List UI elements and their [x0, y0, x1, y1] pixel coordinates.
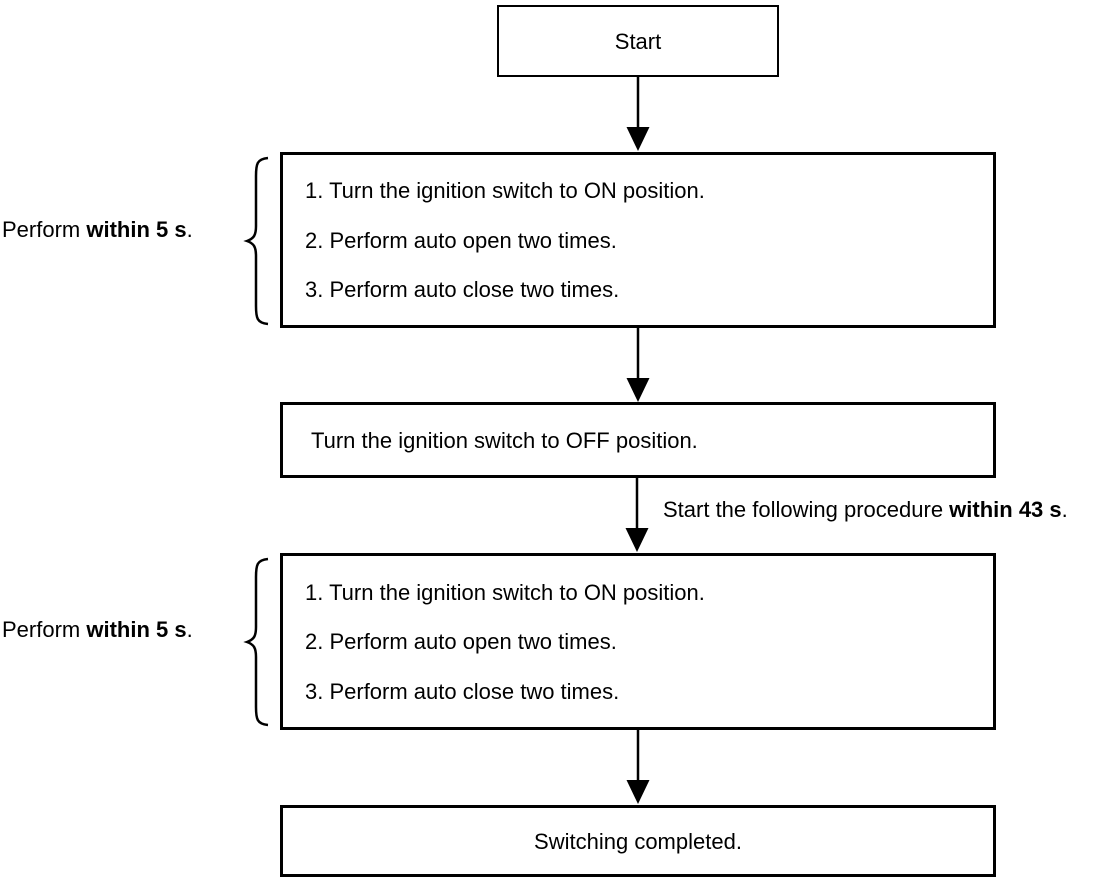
brace-left-1 [243, 156, 269, 326]
start-node: Start [497, 5, 779, 77]
timing-annotation-bold: within 43 s [949, 497, 1062, 522]
brace-left-2 [243, 557, 269, 727]
procedure-1-step-2: 2. Perform auto open two times. [305, 227, 617, 253]
ignition-off-node: Turn the ignition switch to OFF position… [280, 402, 996, 478]
procedure-2-step-2: 2. Perform auto open two times. [305, 629, 617, 654]
timing-label-2: Perform within 5 s. [2, 617, 193, 643]
start-node-label: Start [614, 28, 662, 54]
flow-arrow-4 [626, 730, 650, 804]
procedure-1-step-1: 1. Turn the ignition switch to ON positi… [305, 178, 705, 204]
timing-label-1-prefix: Perform [2, 217, 87, 242]
timing-label-1: Perform within 5 s. [2, 217, 193, 243]
procedure-box-2: 1. Turn the ignition switch to ON positi… [280, 553, 996, 730]
timing-label-1-suffix: . [186, 217, 193, 242]
flow-arrow-3 [625, 477, 649, 552]
timing-annotation: Start the following procedure within 43 … [663, 497, 1068, 523]
switching-completed-node: Switching completed. [280, 805, 996, 877]
timing-label-2-prefix: Perform [2, 617, 87, 642]
flow-arrow-2 [626, 328, 650, 402]
timing-label-1-bold: within 5 s [86, 217, 187, 242]
procedure-2-step-3: 3. Perform auto close two times. [305, 678, 620, 704]
timing-label-2-suffix: . [186, 617, 193, 642]
ignition-off-label: Turn the ignition switch to OFF position… [311, 427, 698, 453]
timing-annotation-prefix: Start the following procedure [663, 497, 950, 522]
procedure-1-step-3: 3. Perform auto close two times. [305, 276, 620, 302]
switching-completed-label: Switching completed. [534, 828, 742, 854]
procedure-2-step-1: 1. Turn the ignition switch to ON positi… [305, 579, 705, 605]
timing-annotation-suffix: . [1061, 497, 1068, 522]
flow-arrow-1 [626, 77, 650, 151]
procedure-box-1: 1. Turn the ignition switch to ON positi… [280, 152, 996, 328]
timing-label-2-bold: within 5 s [86, 617, 187, 642]
